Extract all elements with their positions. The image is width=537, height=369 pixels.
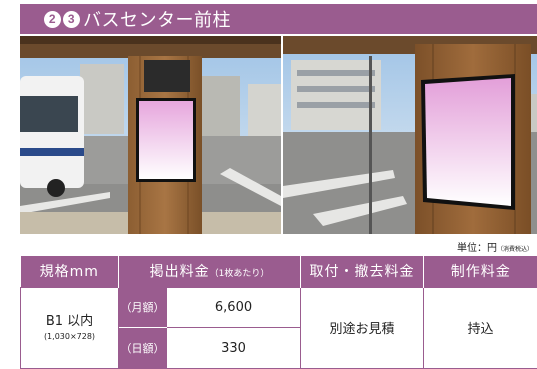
monthly-fee: 6,600 [165, 286, 302, 329]
header-fee: 掲出料金（1枚あたり） [118, 256, 302, 287]
header-install: 取付・撤去料金 [300, 256, 425, 287]
section-title: バスセンター前柱 [83, 10, 231, 31]
number-badge-1: 2 [44, 10, 61, 28]
monthly-label: （月額） [118, 286, 167, 329]
price-table: 規格mm 掲出料金（1枚あたり） 取付・撤去料金 制作料金 B1 以内 (1,0… [20, 256, 537, 369]
location-photos [20, 36, 537, 234]
spec-size: B1 以内 [45, 314, 94, 330]
unit-label: 単位：円 [456, 243, 497, 254]
spec-cell: B1 以内 (1,030×728) [20, 286, 119, 369]
header-fee-sub: （1枚あたり） [209, 269, 270, 280]
daily-fee: 330 [165, 327, 302, 369]
section-title-bar: 2 3 バスセンター前柱 [20, 4, 537, 34]
install-fee: 別途お見積 [300, 286, 425, 369]
photo-pillar-wide [20, 36, 281, 234]
production-fee: 持込 [423, 286, 537, 369]
tax-note: （消費税込） [496, 246, 533, 253]
unit-note: 単位：円（消費税込） [457, 239, 533, 254]
number-badge-2: 3 [63, 10, 80, 28]
price-row-monthly: B1 以内 (1,030×728) （月額） 6,600 別途お見積 持込 [20, 286, 537, 369]
location-number-badges: 2 3 [44, 10, 80, 28]
spec-dimensions: (1,030×728) [43, 331, 96, 341]
price-table-header-row: 規格mm 掲出料金（1枚あたり） 取付・撤去料金 制作料金 [20, 256, 537, 287]
photo-pillar-closeup [283, 36, 537, 234]
price-row-daily: （日額） 330 [21, 327, 537, 369]
header-production: 制作料金 [423, 256, 537, 287]
daily-label: （日額） [118, 327, 167, 369]
header-spec: 規格mm [20, 256, 119, 287]
